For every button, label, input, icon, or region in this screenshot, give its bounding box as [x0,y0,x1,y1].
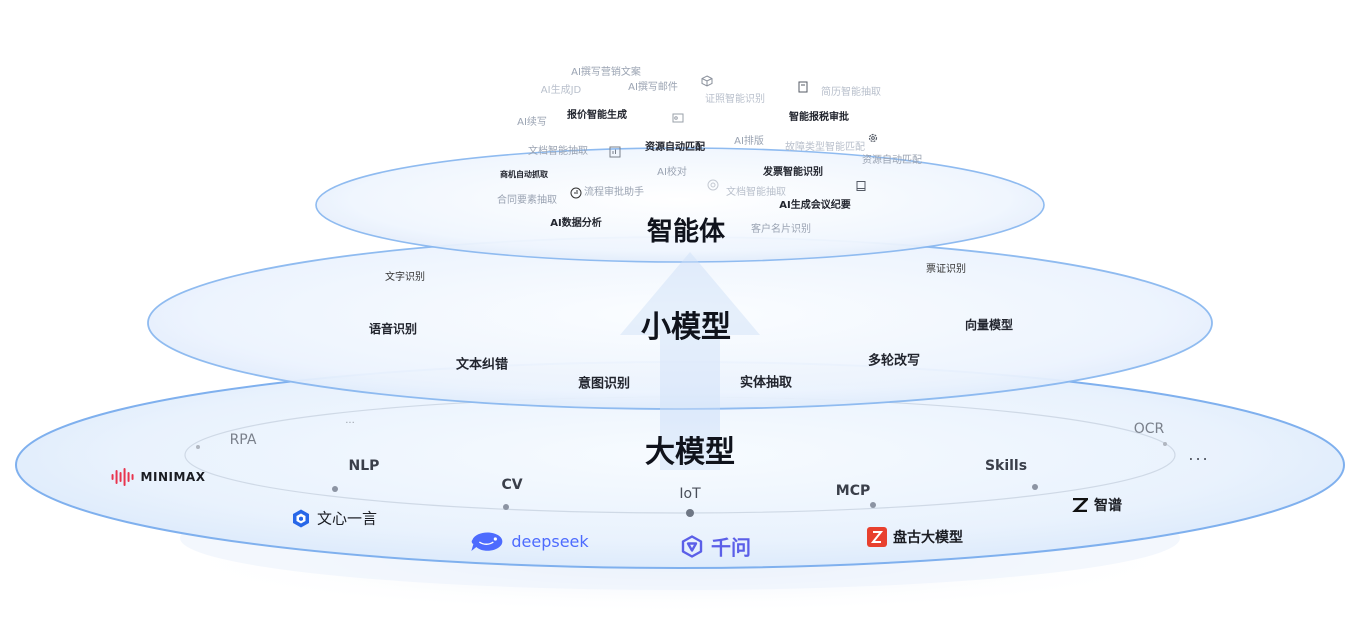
zhipu-logo-icon [1072,498,1088,512]
brand-name: 盘古大模型 [893,530,963,546]
ring-dot [1163,442,1167,446]
small-model-item: 意图识别 [577,376,631,392]
brand-pangu: 盘古大模型 [867,527,963,547]
small-model-item: 多轮改写 [867,353,921,369]
tool-label-nlp: NLP [348,458,380,474]
small-model-item: 票证识别 [926,264,966,275]
agent-layer-title: 智能体 [646,217,726,247]
agent-item: 资源自动匹配 [862,155,922,166]
brand-name: 千问 [711,535,751,560]
qianwen-logo-icon [681,534,703,558]
brand-name: 智谱 [1094,498,1122,514]
ring-dot [503,504,509,510]
book-icon [856,181,866,191]
agent-item: 证照智能识别 [705,94,765,105]
tool-label-more: ... [345,415,355,426]
small-model-item: 实体抽取 [739,375,793,391]
agent-item: AI续写 [517,117,547,128]
ring-dot [686,509,694,517]
tool-label-iot: IoT [679,486,701,502]
agent-item: 发票智能识别 [763,167,823,178]
agent-item: 简历智能抽取 [821,87,881,98]
small-model-item: 语音识别 [368,322,418,336]
tool-label-ocr: OCR [1133,421,1165,437]
brand-wenxin: 文心一言 [291,508,377,529]
brand-deepseek: deepseek [469,528,589,554]
tool-label-cv: CV [501,477,523,493]
ring-dot [870,502,876,508]
small-model-layer-title: 小模型 [641,310,731,345]
agent-item: 合同要素抽取 [497,195,557,206]
ring-dot [196,445,200,449]
deepseek-whale-icon [471,532,503,551]
agent-item: AI撰写营销文案 [571,67,641,78]
brand-name: MINIMAX [140,470,206,484]
small-model-item: 向量模型 [964,318,1014,332]
wenxin-logo-icon [292,509,309,527]
agent-item: 资源自动匹配 [645,142,705,153]
agent-item: AI生成JD [540,85,582,96]
agent-item: 智能报税审批 [789,112,849,123]
small-model-item: 文本纠错 [455,357,509,373]
agent-item: AI校对 [657,167,687,178]
tool-label-mcp: MCP [835,483,871,499]
brand-name: 文心一言 [316,509,378,528]
agent-item: 商机自动抓取 [500,170,548,179]
agent-item: 客户名片识别 [751,224,811,235]
agent-item: 文档智能抽取 [528,146,588,157]
tool-label-skills: Skills [984,458,1028,474]
approval-flow-icon [570,187,582,199]
minimax-logo-icon [111,468,134,486]
ring-dot [1032,484,1038,490]
brand-minimax: MINIMAX [111,468,206,486]
tool-label-rpa: RPA [229,432,257,448]
box-icon [701,75,713,87]
document-icon [798,81,808,93]
agent-item: AI排版 [734,136,764,147]
pangu-logo-icon [867,527,887,547]
agent-item: 文档智能抽取 [726,187,786,198]
agent-item: 故障类型智能匹配 [785,142,865,153]
agent-item: 流程审批助手 [584,187,644,198]
target-icon [707,179,719,191]
agent-item: AI数据分析 [550,218,602,229]
tool-label-more: ... [1188,445,1210,464]
brand-qianwen: 千问 [679,532,751,561]
id-card-icon [672,113,684,123]
agent-item: 报价智能生成 [567,110,627,121]
small-model-item: 文字识别 [385,272,425,283]
large-model-layer-title: 大模型 [645,435,735,470]
ring-dot [332,486,338,492]
agent-item: AI生成会议纪要 [779,200,851,211]
chart-icon [609,146,621,158]
brand-zhipu: 智谱 [1072,495,1122,515]
agent-item: AI撰写邮件 [628,82,678,93]
brand-name: deepseek [511,531,589,551]
gear-icon [868,133,878,143]
